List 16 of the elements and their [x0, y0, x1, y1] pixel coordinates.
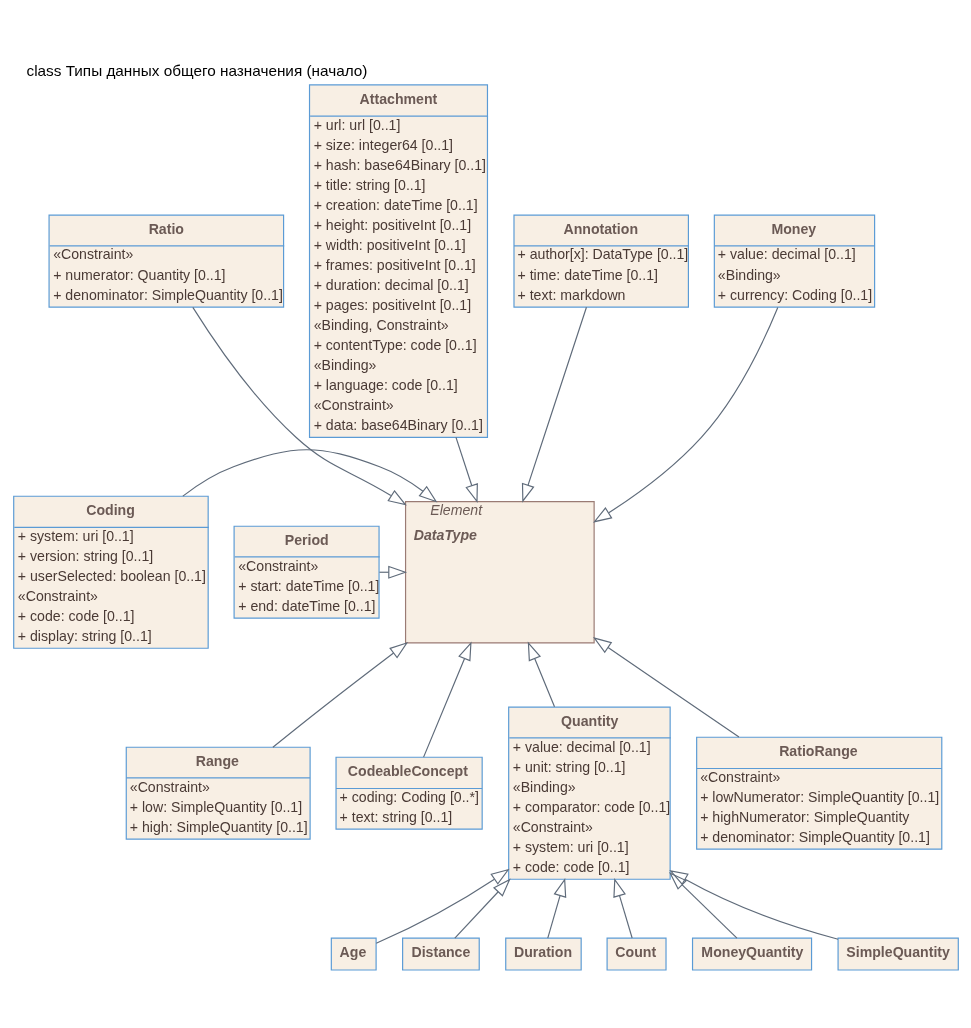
arrow: [271, 641, 408, 748]
arrow: [527, 641, 555, 707]
arrow: [181, 448, 437, 503]
arrow: [668, 871, 737, 939]
diagram-title: class Типы данных общего назначения (начало): [26, 61, 367, 79]
arrow: [454, 436, 478, 503]
arrow: [668, 869, 839, 940]
arrow: [521, 306, 587, 503]
arrow: [191, 306, 407, 506]
arrow: [592, 636, 740, 738]
arrow: [546, 877, 566, 939]
arrow: [422, 641, 472, 758]
arrow: [453, 877, 511, 939]
arrow: [612, 877, 633, 939]
arrow: [592, 306, 778, 523]
arrow: [375, 868, 510, 944]
